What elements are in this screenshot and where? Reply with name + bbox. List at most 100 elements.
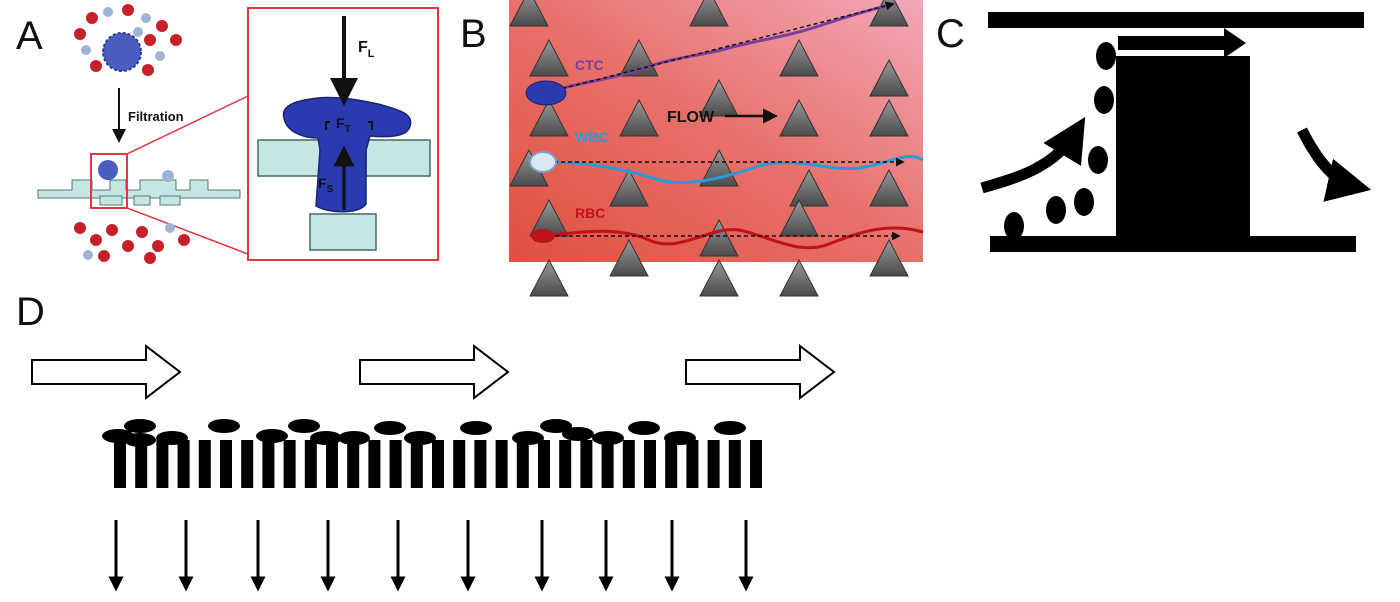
cell-icon: [460, 421, 492, 435]
rbc-icon: [122, 240, 134, 252]
pillar-icon: [509, 0, 549, 27]
outlet-flow-arrow-icon: [1297, 127, 1372, 202]
downward-flow-arrows: [108, 520, 754, 592]
panel-a-diagram: Filtration FL FT FS: [37, 4, 439, 264]
pillar-icon: [177, 440, 190, 488]
pillar-icon: [538, 440, 550, 488]
ctc-cell-icon: [102, 32, 142, 72]
cell-icon: [208, 419, 240, 433]
rbc-icon: [144, 252, 156, 264]
cell-icon: [1074, 188, 1094, 216]
force-tension-label: FT: [336, 115, 351, 135]
ctc-label: CTC: [575, 57, 604, 73]
rbc-icon: [86, 12, 98, 24]
wbc-icon: [155, 51, 165, 61]
panel-letter-b: B: [460, 12, 487, 56]
weir-barrier: [1116, 56, 1250, 240]
pillar-icon: [304, 440, 317, 488]
pillar-icon: [699, 78, 739, 117]
ctc-trajectory: [548, 2, 894, 94]
pillar-icon: [156, 440, 169, 488]
rbc-icon: [178, 234, 190, 246]
rbc-icon: [142, 64, 154, 76]
wbc-label: WBC: [575, 129, 608, 145]
gap-flow-arrow-icon: [1118, 28, 1246, 58]
blood-cells-before: [74, 4, 182, 76]
pillar-icon: [326, 440, 338, 488]
wbc-icon: [133, 27, 143, 37]
cell-icon: [592, 431, 624, 445]
pillar-icon: [453, 440, 466, 488]
wbc-icon: [103, 7, 113, 17]
cell-icon: [124, 419, 156, 433]
pillar-icon: [114, 440, 126, 488]
cell-icon: [338, 431, 370, 445]
pillar-icon: [220, 440, 232, 488]
pillar-icon: [644, 440, 656, 488]
pillar-icon: [686, 440, 699, 488]
filter-membrane-small: [37, 179, 241, 199]
pillar-icon: [241, 440, 254, 488]
cell-icon: [1004, 212, 1024, 240]
flow-arrow-icon: [685, 343, 836, 401]
pillar-icon: [789, 168, 829, 207]
wbc-cell-icon: [529, 151, 557, 173]
pillar-icon: [432, 440, 444, 488]
rbc-icon: [90, 60, 102, 72]
ctc-straight-path: [548, 1, 895, 93]
cell-icon: [664, 431, 696, 445]
pillar-icon: [622, 440, 635, 488]
pillar-icon: [368, 440, 381, 488]
rbc-icon: [74, 28, 86, 40]
pillar-icon: [410, 440, 423, 488]
pillar-icon: [601, 440, 614, 488]
rbc-icon: [156, 20, 168, 32]
pillar-icon: [728, 440, 741, 488]
pillar-icon: [869, 238, 909, 277]
pillar-icon: [559, 440, 572, 488]
zoom-box: [90, 153, 128, 209]
force-load-label: FL: [358, 39, 375, 60]
rbc-icon: [74, 222, 86, 234]
flow-arrow-icon: [31, 343, 182, 401]
rbc-icon: [106, 224, 118, 236]
pillar-icon: [609, 168, 649, 207]
pillar-icon: [474, 440, 487, 488]
inlet-flow-arrow-icon: [980, 116, 1086, 194]
panel-letter-c: C: [936, 12, 965, 56]
panel-b-diagram: CTC WBC RBC FLOW: [509, 0, 924, 297]
pillar-icon: [869, 58, 909, 97]
pillar-icon: [707, 440, 720, 488]
flow-label: FLOW: [667, 109, 715, 126]
rbc-icon: [98, 250, 110, 262]
wbc-icon: [81, 45, 91, 55]
cell-icon: [1088, 146, 1108, 174]
pillar-icon: [779, 38, 819, 77]
cell-icon: [628, 421, 660, 435]
pillar-icon: [689, 0, 729, 27]
cell-icon: [256, 429, 288, 443]
pillar-icon: [283, 440, 296, 488]
pillar-icon: [135, 440, 148, 488]
wbc-trajectory: [546, 155, 924, 185]
pillar-array: [509, 0, 909, 297]
pillar-icon: [495, 440, 508, 488]
cell-icon: [512, 431, 544, 445]
pillar-icon: [347, 440, 360, 488]
panel-c-diagram: [980, 12, 1372, 252]
cell-icon: [562, 427, 594, 441]
panel-letter-a: A: [16, 14, 43, 58]
pillar-icon: [869, 168, 909, 207]
ctc-cell-icon: [525, 80, 567, 106]
rbc-icon: [152, 240, 164, 252]
pillar-icon: [665, 440, 678, 488]
pillar-icon: [869, 98, 909, 137]
panel-d-diagram: [31, 343, 836, 592]
rbc-icon: [90, 234, 102, 246]
flow-arrow-icon: [359, 343, 510, 401]
cell-icon: [714, 421, 746, 435]
pillar-icon: [699, 148, 739, 187]
pillar-icon: [389, 440, 402, 488]
channel-background: [509, 0, 923, 262]
force-support-label: FS: [318, 175, 334, 195]
